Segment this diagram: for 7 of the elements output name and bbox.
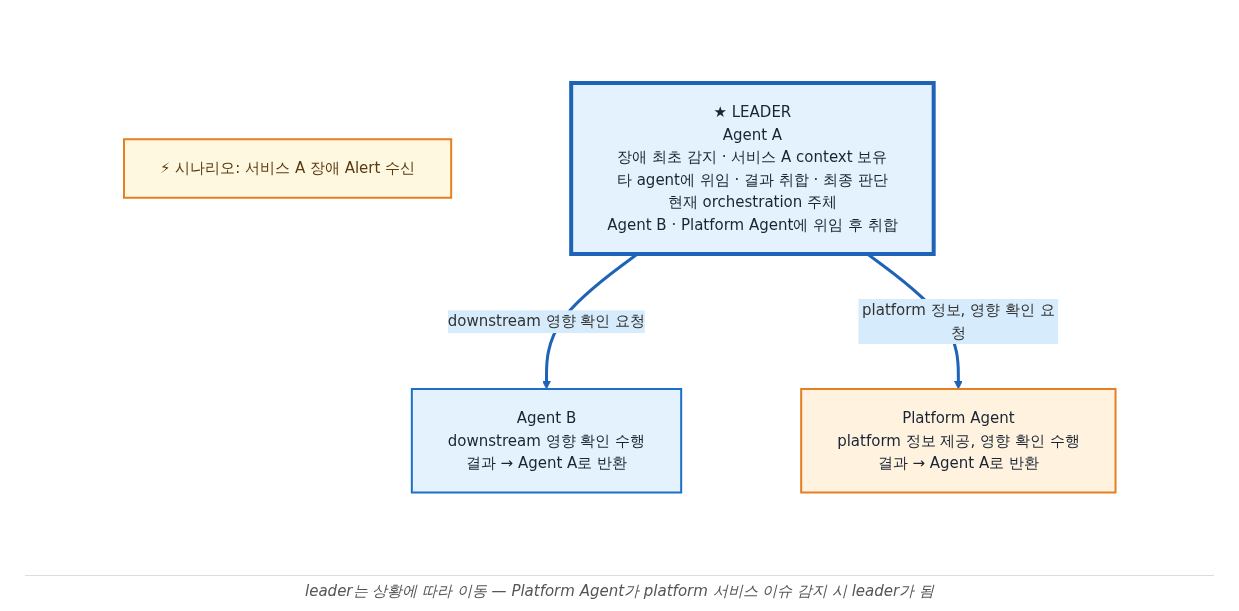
- edge-label: downstream 영향 확인 요청: [447, 312, 645, 330]
- node-box: Platform Agent platform 정보 제공, 영향 확인 수행 결과 → Agent A로 반환: [799, 387, 1117, 494]
- node-box: Agent B downstream 영향 확인 수행 결과 → Agent A로 반환: [410, 387, 682, 494]
- caption: leader는 상황에 따라 이동 — Platform Agent가 platform 서비스 이슈 감지 시 leader가 됨: [24, 575, 1215, 611]
- node-box: ⚡ 시나리오: 서비스 A 장애 Alert 수신: [122, 138, 452, 199]
- edge-label: platform 정보, 영향 확인 요청: [861, 300, 1055, 342]
- node-box: ★ LEADER Agent A 장애 최초 감지 · 서비스 A context 보유 타 agent에 위임 · 결과 취합 · 최종 판단 현재 orchestration 주체 Agent B · Platform Agent에 위임 후 취합: [568, 80, 936, 256]
